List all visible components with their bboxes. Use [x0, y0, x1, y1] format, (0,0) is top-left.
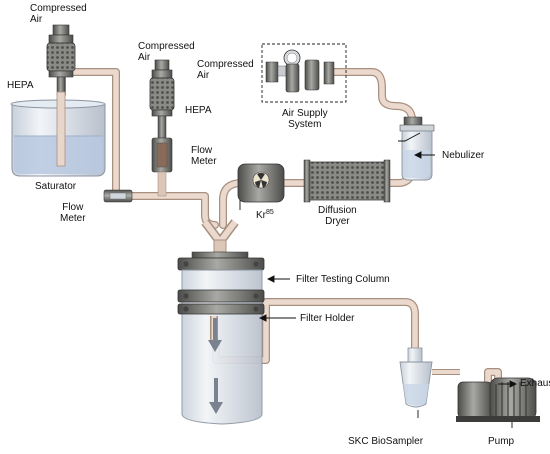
hepa-filter-2 — [149, 59, 175, 139]
filter-testing-column — [177, 251, 265, 425]
compressed-air-label-1: Compressed Air — [30, 3, 87, 25]
diffusion-dryer — [303, 159, 391, 203]
air-supply-system-label: Air Supply System — [282, 108, 328, 130]
skc-biosampler-label: SKC BioSampler — [348, 436, 424, 447]
hepa-label-1: HEPA — [7, 80, 34, 91]
filter-testing-column-label: Filter Testing Column — [296, 274, 390, 285]
nebulizer — [399, 116, 435, 181]
hepa-label-2: HEPA — [185, 105, 212, 116]
pointer-arrows — [239, 132, 518, 428]
flow-meter-2 — [151, 137, 173, 197]
filter-holder-label: Filter Holder — [300, 313, 355, 324]
flow-meter-1 — [103, 189, 133, 203]
kr85-source — [237, 163, 285, 203]
pump — [456, 377, 540, 422]
compressed-air-label-3: Compressed Air — [197, 59, 254, 81]
pump-label: Pump — [488, 436, 515, 447]
air-supply-system-box — [261, 43, 347, 103]
kr85-label: Kr85 — [256, 209, 274, 221]
diffusion-dryer-label: Diffusion Dryer — [318, 205, 357, 227]
nebulizer-label: Nebulizer — [442, 150, 485, 161]
flow-meter-label-1: Flow Meter — [60, 202, 86, 224]
saturator-label: Saturator — [35, 181, 77, 192]
saturator-beaker — [10, 91, 106, 177]
y-junction — [201, 219, 239, 253]
pipe-network — [58, 68, 502, 392]
skc-biosampler — [399, 347, 460, 408]
hepa-filter-1 — [46, 24, 76, 96]
exhaust-label: Exhaust — [520, 378, 550, 389]
flow-meter-label-2: Flow Meter — [191, 145, 217, 167]
compressed-air-label-2: Compressed Air — [138, 41, 195, 63]
